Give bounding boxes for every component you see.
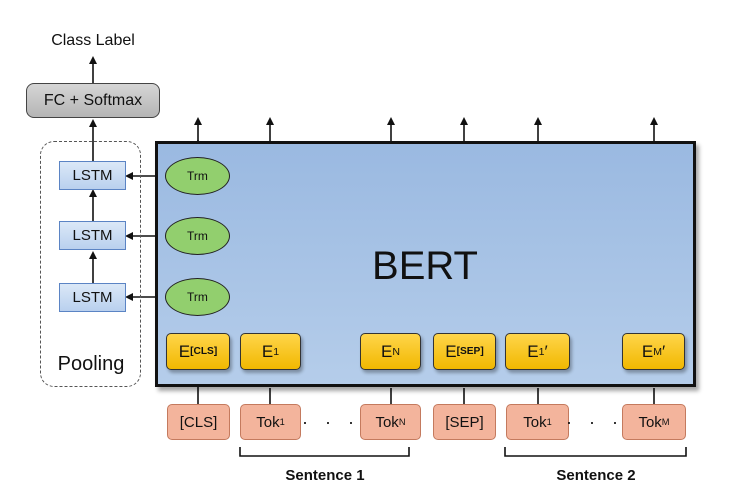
embedding-base: E [641, 341, 654, 361]
fc-softmax-box: FC + Softmax [26, 83, 160, 118]
sentence1-label: Sentence 1 [285, 466, 365, 484]
sentence2-label: Sentence 2 [556, 466, 636, 484]
token-base: [SEP] [445, 413, 484, 431]
embedding-sub: [CLS] [190, 346, 218, 357]
token-sub: M [661, 417, 670, 427]
token-sub: N [398, 417, 406, 427]
sentence2-bracket [504, 447, 687, 457]
token-sep: [SEP] [433, 404, 496, 440]
trm-node: Trm [165, 217, 230, 255]
embedding-base: E [527, 341, 539, 361]
token-base: [CLS] [179, 413, 218, 431]
embedding-base: E [381, 341, 393, 361]
embedding-base: E [261, 341, 274, 361]
token-cls: [CLS] [167, 404, 230, 440]
embedding-sub: [SEP] [456, 346, 484, 357]
embedding-sub: M [653, 345, 662, 358]
embedding-sep: E[SEP] [433, 333, 496, 370]
token-base: Tok [523, 413, 547, 431]
pooling-label: Pooling [57, 352, 125, 375]
lstm-box: LSTM [59, 161, 126, 190]
embedding-cls: E[CLS] [166, 333, 230, 370]
lstm-box: LSTM [59, 221, 126, 250]
embedding-base: E [178, 341, 191, 361]
sentence1-bracket [239, 447, 410, 457]
lstm-box: LSTM [59, 283, 126, 312]
token-base: Tok [638, 413, 662, 431]
embedding-base: E [445, 341, 457, 361]
embedding-sub: 1 [273, 345, 280, 358]
bert-label: BERT [372, 243, 478, 288]
trm-node: Trm [165, 278, 230, 316]
token-base: Tok [375, 413, 399, 431]
embedding-sub: N [392, 345, 400, 358]
token-sub: 1 [546, 417, 552, 427]
ellipsis: · · · [566, 411, 624, 432]
embedding-sub: 1 [538, 345, 545, 358]
ellipsis: · · · [302, 411, 360, 432]
token-base: Tok [256, 413, 280, 431]
embedding-prime: ′ [661, 341, 666, 361]
token-sub: 1 [279, 417, 285, 427]
pooling-box [40, 141, 141, 387]
trm-node: Trm [165, 157, 230, 195]
class-label: Class Label [51, 32, 135, 49]
embedding-prime: ′ [544, 341, 548, 361]
